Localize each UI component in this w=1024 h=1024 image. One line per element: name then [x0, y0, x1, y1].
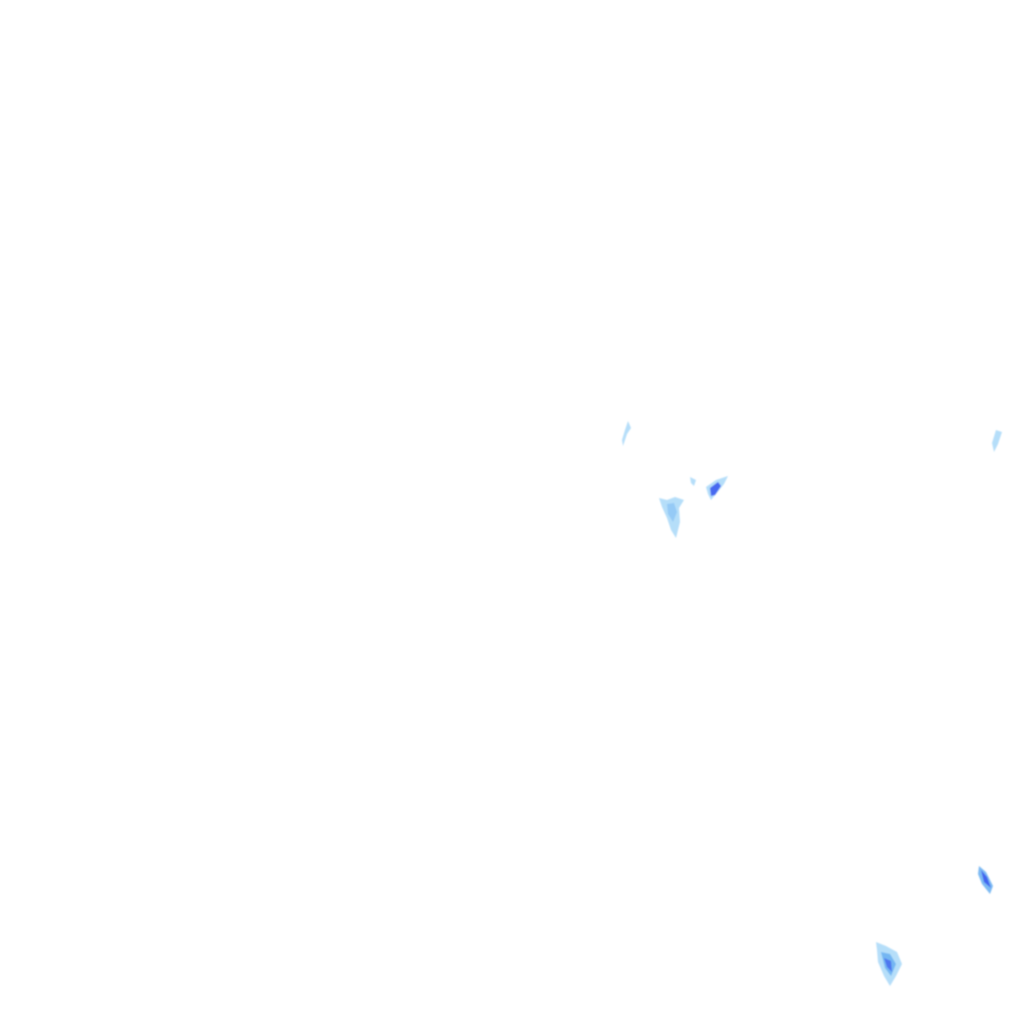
precip-echo	[978, 866, 993, 894]
precip-echo	[690, 477, 696, 486]
precip-echo	[876, 942, 902, 986]
precip-echo	[992, 430, 1002, 452]
precip-echo	[659, 497, 684, 538]
precip-echo	[622, 421, 631, 446]
precip-echo	[706, 476, 728, 500]
